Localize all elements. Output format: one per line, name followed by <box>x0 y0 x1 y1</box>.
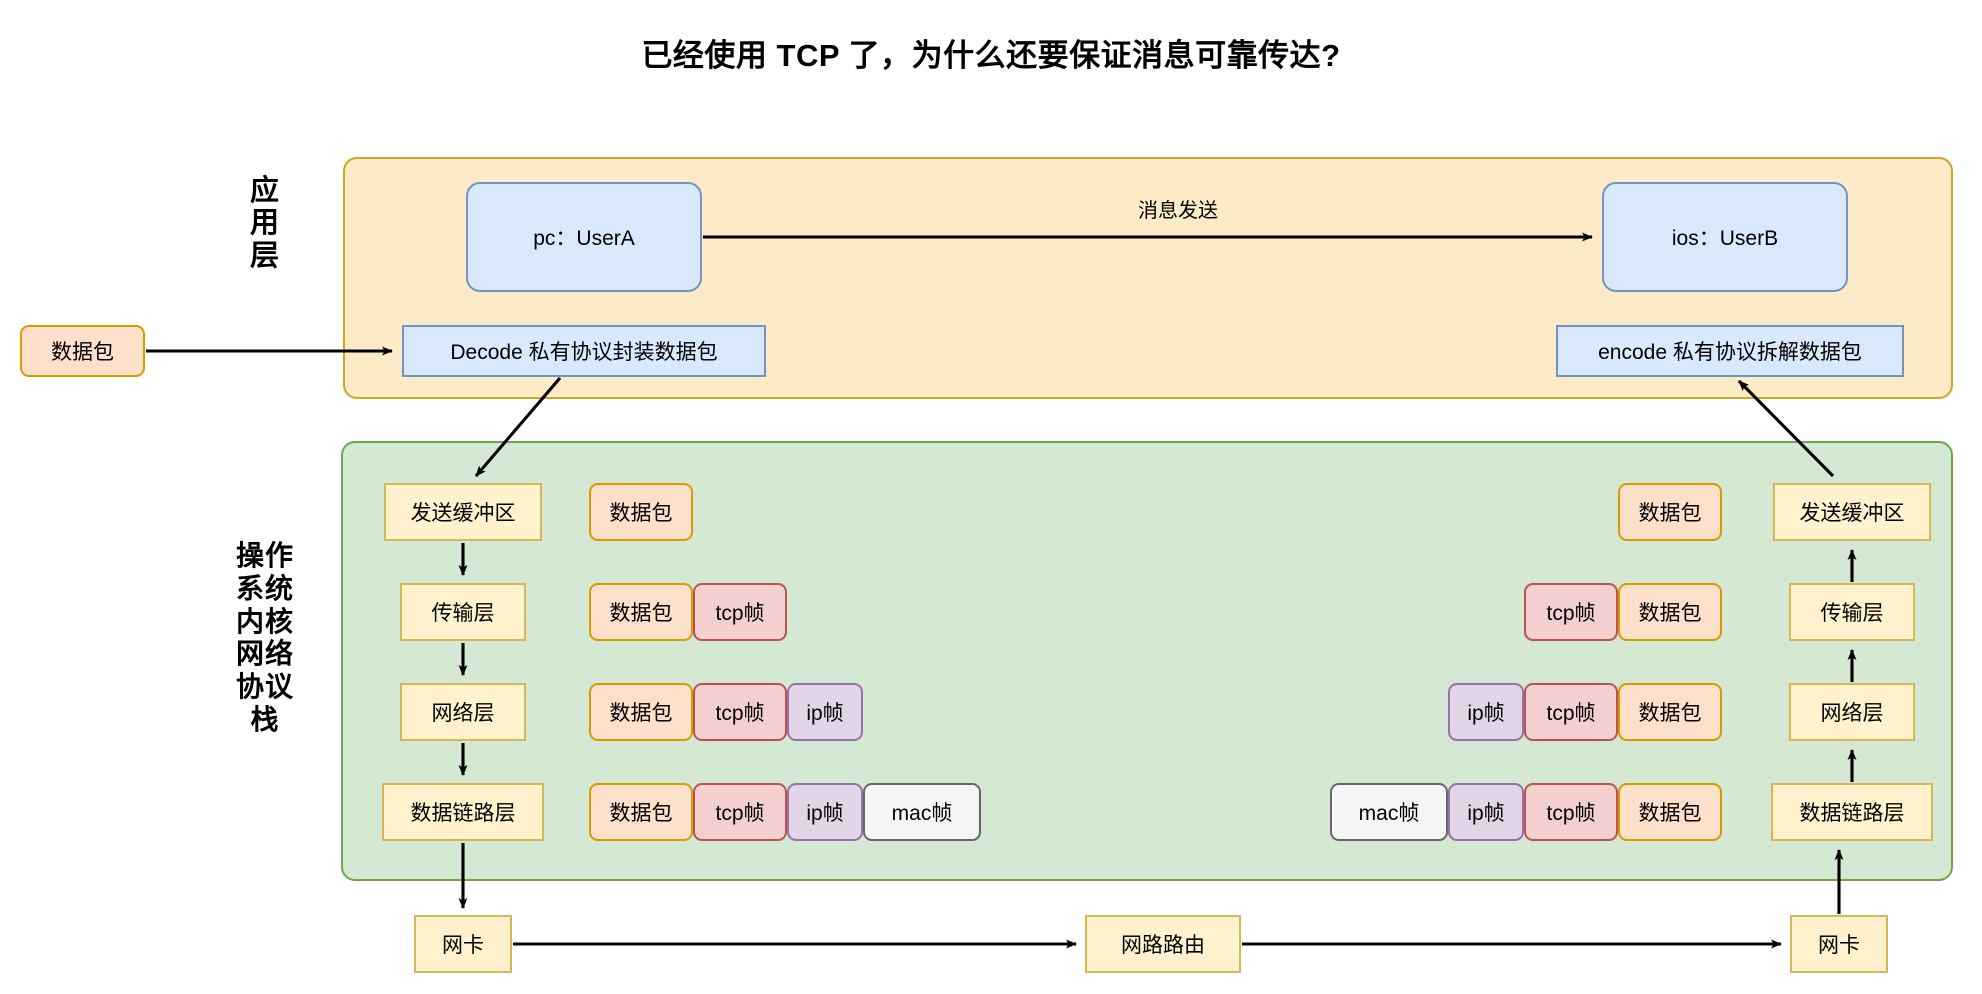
message-send-arrow-label: 消息发送 <box>1138 199 1218 222</box>
sender-frame-2-tcp-segment[interactable]: tcp帧 <box>693 683 787 741</box>
receiver-frame-2-tcp-segment[interactable]: tcp帧 <box>1524 683 1618 741</box>
os-label-line-0: 操作 <box>235 540 294 571</box>
host-sender-usera[interactable]: pc：UserA <box>466 182 702 292</box>
sender-frame-1-tcp-segment[interactable]: tcp帧 <box>693 583 787 641</box>
receiver-nic[interactable]: 网卡 <box>1790 915 1888 973</box>
receiver-layer-send-buffer[interactable]: 发送缓冲区 <box>1773 483 1931 541</box>
receiver-frame-2-ip-segment[interactable]: ip帧 <box>1448 683 1524 741</box>
os-label-line-3: 网络 <box>235 638 294 670</box>
page-title: 已经使用 TCP 了，为什么还要保证消息可靠传达? <box>641 38 1341 73</box>
receiver-frame-3-ip-segment[interactable]: ip帧 <box>1448 783 1524 841</box>
app-label-char-0: 应 <box>249 175 280 207</box>
sender-frame-3-mac-segment[interactable]: mac帧 <box>863 783 981 841</box>
application-layer-label: 应 用 层 <box>225 175 305 272</box>
receiver-frame-2-packet-segment[interactable]: 数据包 <box>1618 683 1722 741</box>
sender-frame-2-packet-segment[interactable]: 数据包 <box>589 683 693 741</box>
sender-nic[interactable]: 网卡 <box>414 915 512 973</box>
sender-layer-datalink[interactable]: 数据链路层 <box>382 783 544 841</box>
receiver-layer-network[interactable]: 网络层 <box>1789 683 1915 741</box>
os-label-line-2: 内核 <box>235 605 294 637</box>
sender-layer-transport[interactable]: 传输层 <box>400 583 526 641</box>
os-label-line-4: 协议 <box>235 671 294 702</box>
receiver-frame-1-packet-segment[interactable]: 数据包 <box>1618 583 1722 641</box>
receiver-frame-3-mac-segment[interactable]: mac帧 <box>1330 783 1448 841</box>
os-stack-label: 操作 系统 内核 网络 协议 栈 <box>222 540 308 737</box>
sender-frame-3-tcp-segment[interactable]: tcp帧 <box>693 783 787 841</box>
receiver-layer-datalink[interactable]: 数据链路层 <box>1771 783 1933 841</box>
sender-frame-2-ip-segment[interactable]: ip帧 <box>787 683 863 741</box>
receiver-frame-0-packet-segment[interactable]: 数据包 <box>1618 483 1722 541</box>
sender-frame-3-ip-segment[interactable]: ip帧 <box>787 783 863 841</box>
receiver-frame-3-tcp-segment[interactable]: tcp帧 <box>1524 783 1618 841</box>
host-receiver-userb[interactable]: ios：UserB <box>1602 182 1848 292</box>
sender-layer-send-buffer[interactable]: 发送缓冲区 <box>384 483 542 541</box>
os-label-line-5: 栈 <box>250 703 280 735</box>
sender-codec-box[interactable]: Decode 私有协议封装数据包 <box>402 325 766 377</box>
receiver-layer-transport[interactable]: 传输层 <box>1789 583 1915 641</box>
sender-frame-3-packet-segment[interactable]: 数据包 <box>589 783 693 841</box>
app-label-char-2: 层 <box>249 239 280 272</box>
sender-layer-network[interactable]: 网络层 <box>400 683 526 741</box>
sender-frame-0-packet-segment[interactable]: 数据包 <box>589 483 693 541</box>
receiver-frame-3-packet-segment[interactable]: 数据包 <box>1618 783 1722 841</box>
os-label-line-1: 系统 <box>235 572 294 604</box>
sender-frame-1-packet-segment[interactable]: 数据包 <box>589 583 693 641</box>
network-router[interactable]: 网路路由 <box>1085 915 1241 973</box>
app-label-char-1: 用 <box>249 207 280 240</box>
external-data-packet[interactable]: 数据包 <box>20 325 145 377</box>
receiver-codec-box[interactable]: encode 私有协议拆解数据包 <box>1556 325 1904 377</box>
receiver-frame-1-tcp-segment[interactable]: tcp帧 <box>1524 583 1618 641</box>
